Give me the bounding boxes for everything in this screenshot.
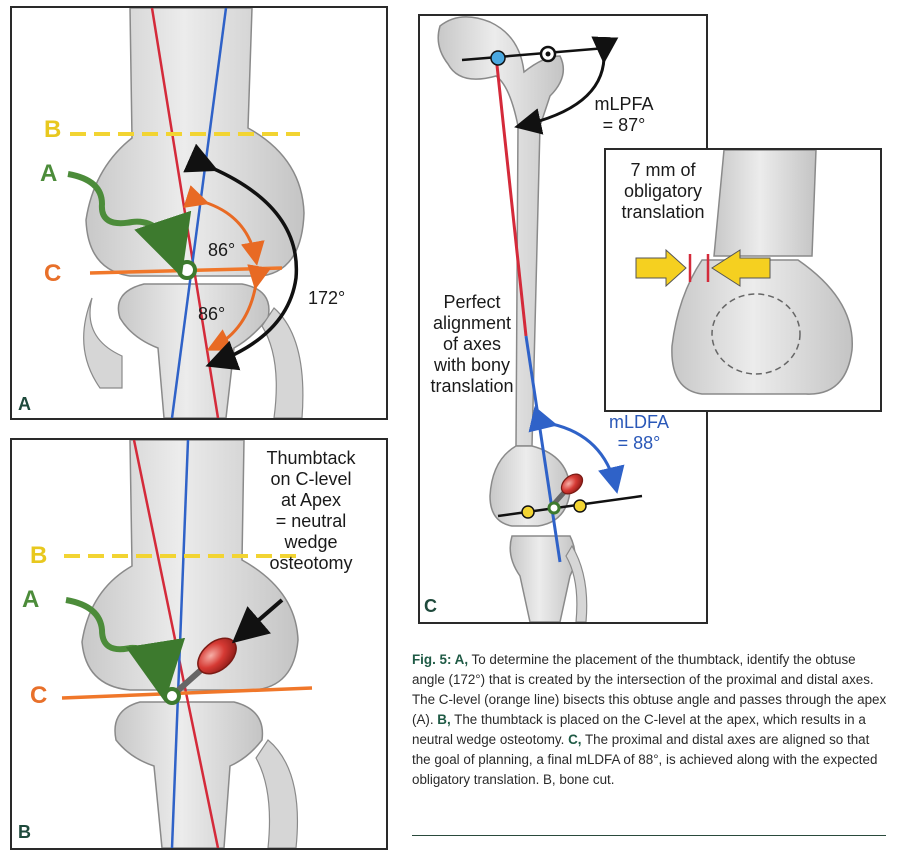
proximal-axis-line <box>494 55 528 337</box>
alignment-label: Perfect alignment of axes with bony tran… <box>420 292 524 397</box>
knee-marker-right <box>573 499 587 513</box>
translation-arrow-right <box>711 249 771 287</box>
annotation-line: at Apex <box>280 490 342 510</box>
panel-b-letter: B <box>18 822 31 842</box>
translation-inset: 7 mm of obligatory translation <box>604 148 882 412</box>
apex-arrow <box>67 171 192 278</box>
angle-lower-label: 86° <box>198 304 226 324</box>
panel-b-drawing <box>61 440 313 848</box>
hip-center-marker <box>490 50 506 66</box>
panel-c-letter: C <box>424 596 437 616</box>
side-bone-right <box>261 307 304 418</box>
apex-arrow <box>65 597 186 702</box>
apex-marker <box>547 501 561 515</box>
panel-c: mLPFA = 87° Perfect alignment of axes wi… <box>418 14 708 624</box>
c-level-line <box>61 686 313 700</box>
alignment-line: Perfect <box>443 292 501 312</box>
caption-c-label: C, <box>568 732 582 747</box>
mlpfa-line: = 87° <box>602 115 646 135</box>
knee-marker-left <box>521 505 535 519</box>
annotation-line: on C-level <box>270 469 352 489</box>
mldfa-label: mLDFA = 88° <box>600 412 678 454</box>
annotation-line: = neutral <box>275 511 347 531</box>
label-c-level: C <box>30 682 48 709</box>
panel-c-drawing <box>437 16 643 622</box>
annotation-line: osteotomy <box>269 553 353 573</box>
inset-drawing <box>635 150 853 395</box>
mldfa-line: = 88° <box>617 433 661 453</box>
translation-line: translation <box>621 202 705 222</box>
alignment-line: with bony <box>433 355 511 375</box>
alignment-line: of axes <box>442 334 502 354</box>
label-c-level: C <box>44 260 62 287</box>
translation-arrow-left <box>635 248 687 288</box>
angle-obtuse-label: 172° <box>308 288 346 308</box>
tibia-bone <box>117 283 270 418</box>
figure-caption: Fig. 5: A, To determine the placement of… <box>412 650 888 790</box>
panel-a: B A C 86° 86° 172° A <box>10 6 388 420</box>
alignment-line: translation <box>430 376 514 396</box>
alignment-line: alignment <box>432 313 512 333</box>
panel-b: B A C Thumbtack on C-level at Apex = neu… <box>10 438 388 850</box>
trochanter-dot <box>545 51 551 57</box>
caption-part-b: The thumbtack is placed on the C-level a… <box>412 712 866 747</box>
translation-line: obligatory <box>623 181 703 201</box>
caption-b-label: B, <box>437 712 451 727</box>
mlpfa-arc <box>514 36 619 135</box>
translation-label: 7 mm of obligatory translation <box>608 160 718 223</box>
apex-marker <box>163 687 181 705</box>
label-apex: A <box>40 160 58 187</box>
obtuse-angle-arc <box>183 143 299 371</box>
label-apex: A <box>22 586 40 613</box>
annotation-line: Thumbtack <box>266 448 356 468</box>
bone-cut-outline <box>711 293 801 375</box>
annotation-line: wedge <box>284 532 338 552</box>
angle-upper-label: 86° <box>208 240 236 260</box>
tibia-bone <box>509 535 576 622</box>
mlpfa-line: mLPFA <box>594 94 654 114</box>
caption-fig-label: Fig. 5: A, <box>412 652 469 667</box>
side-bone-left <box>83 297 123 389</box>
label-b-level: B <box>30 542 48 569</box>
panel-a-letter: A <box>18 394 31 414</box>
caption-part-a: To determine the placement of the thumbt… <box>412 652 887 727</box>
mldfa-arc <box>528 406 625 494</box>
apex-marker <box>177 260 197 280</box>
tibia-bone <box>114 701 264 848</box>
lower-bone-segment <box>671 259 853 395</box>
caption-rule <box>412 835 886 836</box>
mldfa-line: mLDFA <box>608 412 669 432</box>
thumbtack-pointer-arrow <box>231 598 284 644</box>
upper-bone-segment <box>713 150 817 257</box>
mlpfa-label: mLPFA = 87° <box>584 94 664 136</box>
label-b-level: B <box>44 116 62 143</box>
translation-line: 7 mm of <box>630 160 696 180</box>
panel-a-drawing <box>67 8 305 418</box>
fibula-bone <box>565 544 588 622</box>
thumbtack-annotation: Thumbtack on C-level at Apex = neutral w… <box>246 448 376 574</box>
side-bone-right <box>255 739 299 848</box>
caption-part-c: The proximal and distal axes are aligned… <box>412 732 878 787</box>
